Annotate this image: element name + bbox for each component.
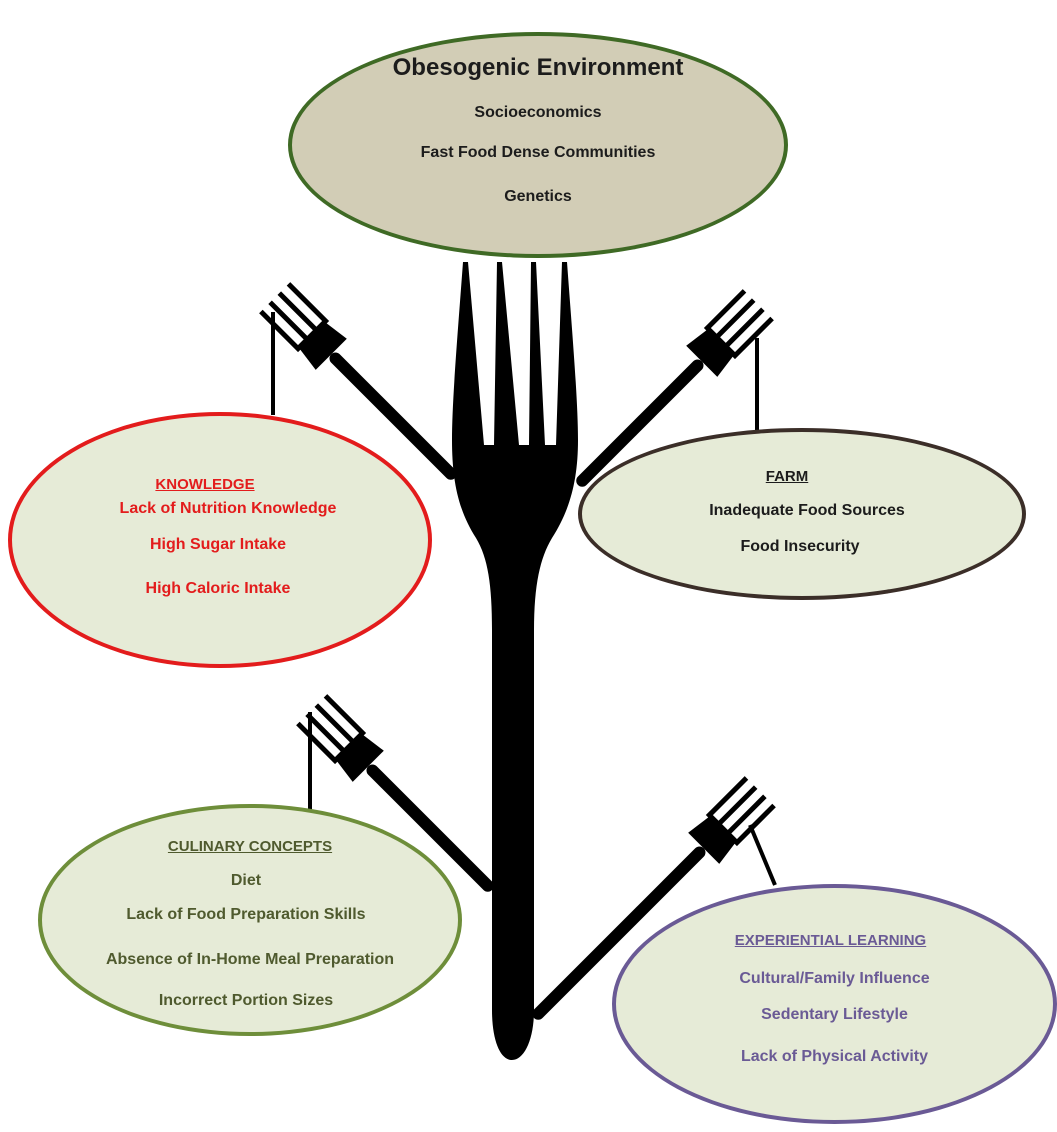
farm-ellipse: FARM Inadequate Food Sources Food Insecu… <box>578 428 1026 600</box>
obesogenic-environment-title: Obesogenic Environment <box>392 54 684 81</box>
knowledge-item: Lack of Nutrition Knowledge <box>119 500 337 517</box>
top-item: Genetics <box>504 188 572 205</box>
experiential-item: Lack of Physical Activity <box>740 1048 929 1065</box>
farm-title: FARM <box>765 468 809 485</box>
fork-branch-experiential-icon <box>532 776 776 1020</box>
knowledge-item: High Caloric Intake <box>145 580 291 597</box>
knowledge-title: KNOWLEDGE <box>155 476 255 493</box>
top-item: Fast Food Dense Communities <box>420 144 656 161</box>
culinary-title: CULINARY CONCEPTS <box>167 838 333 855</box>
experiential-title: EXPERIENTIAL LEARNING <box>734 932 927 949</box>
experiential-item: Sedentary Lifestyle <box>761 1006 908 1023</box>
knowledge-ellipse: KNOWLEDGE Lack of Nutrition Knowledge Hi… <box>8 412 432 668</box>
farm-item: Inadequate Food Sources <box>709 502 905 519</box>
experiential-connector-line <box>748 824 777 886</box>
experiential-item: Cultural/Family Influence <box>739 970 930 987</box>
fork-branch-culinary-icon <box>296 694 494 892</box>
fork-branch-knowledge-icon <box>259 282 457 480</box>
culinary-item: Diet <box>230 872 262 889</box>
farm-item: Food Insecurity <box>740 538 860 555</box>
obesogenic-environment-ellipse: Obesogenic Environment Socioeconomics Fa… <box>288 32 788 258</box>
culinary-item: Absence of In-Home Meal Preparation <box>105 951 395 968</box>
top-item: Socioeconomics <box>474 104 602 121</box>
culinary-item: Incorrect Portion Sizes <box>158 992 334 1009</box>
fork-branch-farm-icon <box>576 289 774 487</box>
culinary-item: Lack of Food Preparation Skills <box>126 906 366 923</box>
knowledge-item: High Sugar Intake <box>149 536 287 553</box>
central-fork-icon <box>452 262 578 1060</box>
culinary-concepts-ellipse: CULINARY CONCEPTS Diet Lack of Food Prep… <box>38 804 462 1036</box>
experiential-learning-ellipse: EXPERIENTIAL LEARNING Cultural/Family In… <box>612 884 1057 1124</box>
